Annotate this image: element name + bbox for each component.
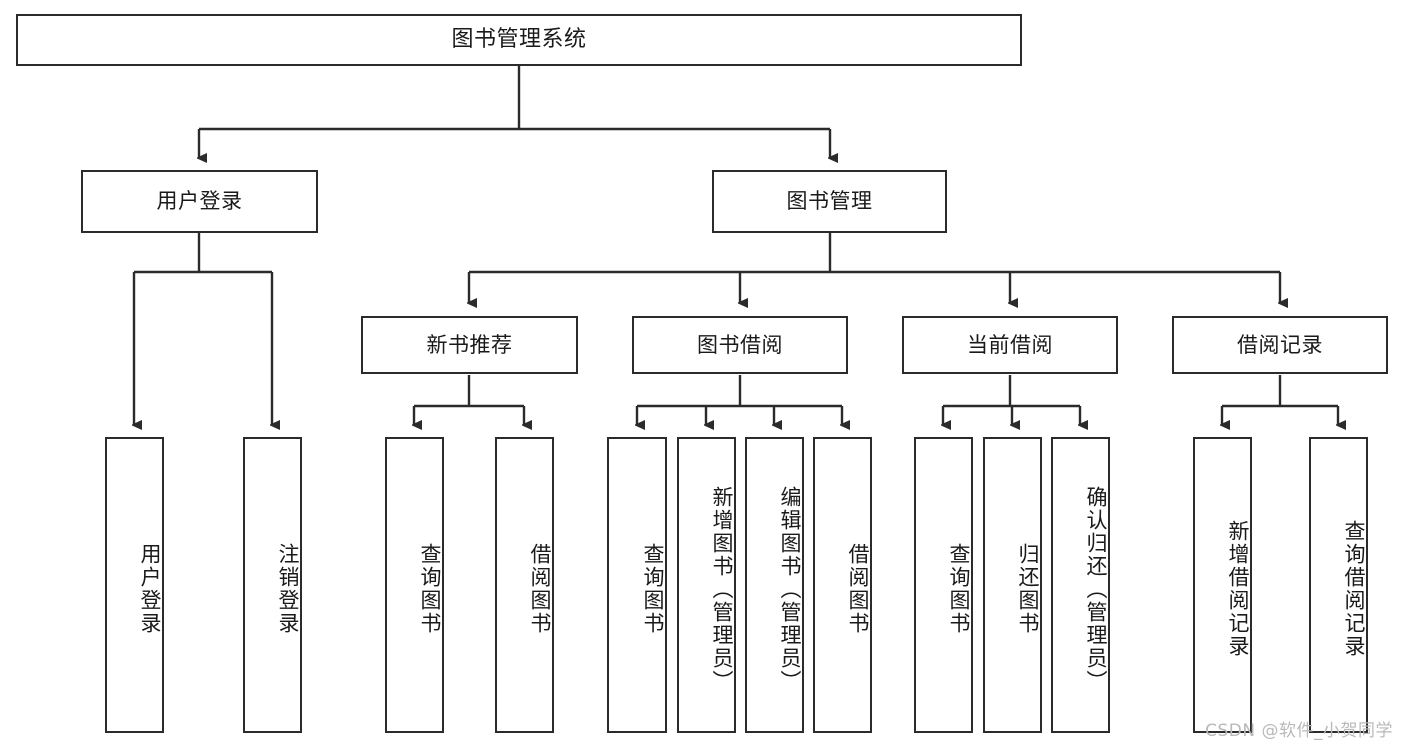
leaf-edit-book-label: 编辑图书（管理员） [778,485,802,693]
leaf-confirm-return-label: 确认归还（管理员） [1084,485,1108,693]
leaf-add-book[interactable]: 新增图书（管理员） [677,437,736,733]
leaf-user-login[interactable]: 用户登录 [105,437,164,733]
leaf-edit-book[interactable]: 编辑图书（管理员） [745,437,804,733]
node-root-label: 图书管理系统 [451,27,587,53]
node-borrow-record-label: 借阅记录 [1237,332,1323,357]
leaf-confirm-return[interactable]: 确认归还（管理员） [1051,437,1110,733]
node-root[interactable]: 图书管理系统 [16,14,1022,66]
leaf-query-record[interactable]: 查询借阅记录 [1309,437,1368,733]
node-borrow-record[interactable]: 借阅记录 [1172,316,1388,374]
leaf-user-logout[interactable]: 注销登录 [243,437,302,733]
leaf-query-book-1-label: 查询图书 [418,543,442,635]
node-new-book-rec-label: 新书推荐 [426,332,513,357]
node-book-borrow[interactable]: 图书借阅 [632,316,848,374]
leaf-borrow-book-1[interactable]: 借阅图书 [495,437,554,733]
leaf-user-logout-label: 注销登录 [276,543,300,635]
leaf-query-book-2-label: 查询图书 [641,543,665,635]
leaf-query-book-2[interactable]: 查询图书 [607,437,667,733]
leaf-add-book-label: 新增图书（管理员） [710,485,734,693]
node-current-borrow[interactable]: 当前借阅 [902,316,1118,374]
leaf-borrow-book-1-label: 借阅图书 [528,543,552,635]
node-user-login[interactable]: 用户登录 [81,170,318,233]
leaf-user-login-label: 用户登录 [138,543,162,635]
node-book-manage-label: 图书管理 [786,189,873,214]
leaf-return-book[interactable]: 归还图书 [983,437,1042,733]
leaf-return-book-label: 归还图书 [1016,543,1040,635]
leaf-add-record-label: 新增借阅记录 [1226,520,1250,658]
node-book-borrow-label: 图书借阅 [697,332,783,357]
leaf-borrow-book-2[interactable]: 借阅图书 [813,437,872,733]
leaf-query-book-1[interactable]: 查询图书 [385,437,444,733]
node-user-login-label: 用户登录 [156,189,243,214]
leaf-borrow-book-2-label: 借阅图书 [846,543,870,635]
leaf-add-record[interactable]: 新增借阅记录 [1193,437,1252,733]
node-current-borrow-label: 当前借阅 [967,332,1053,357]
leaf-query-record-label: 查询借阅记录 [1342,520,1366,658]
node-book-manage[interactable]: 图书管理 [712,170,947,233]
csdn-watermark: CSDN @软件_小贺同学 [1205,721,1393,741]
node-new-book-rec[interactable]: 新书推荐 [361,316,578,374]
leaf-query-book-3-label: 查询图书 [947,543,971,635]
leaf-query-book-3[interactable]: 查询图书 [914,437,973,733]
